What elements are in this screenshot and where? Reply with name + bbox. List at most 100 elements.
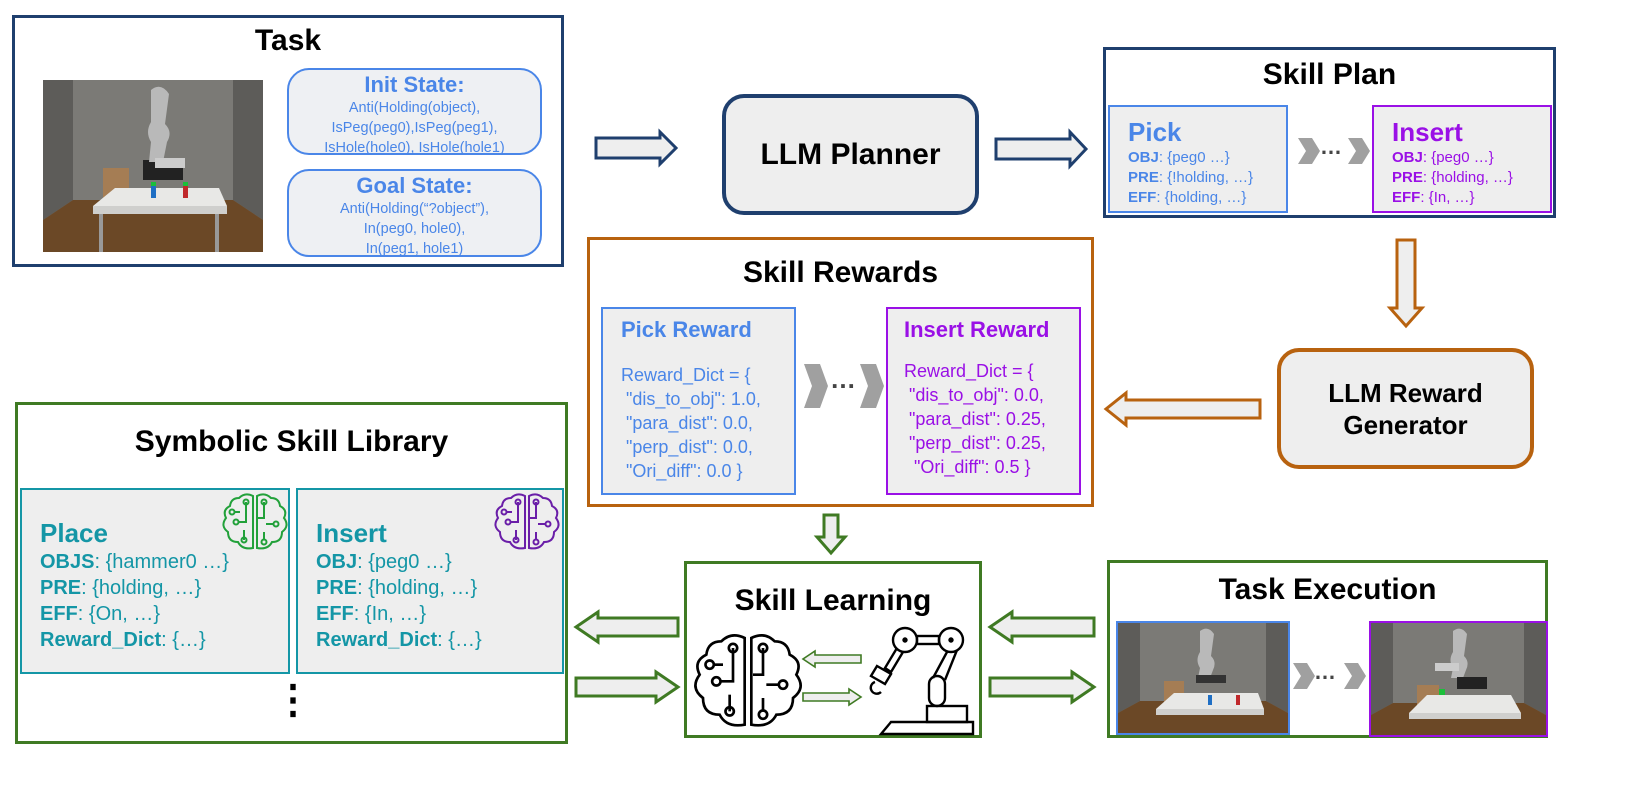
plan-val: : {In, …} [1420, 189, 1475, 206]
plan-skill-name: Insert [1392, 117, 1463, 147]
arrow-plan-to-reward-generator [1386, 238, 1426, 329]
reward-name: Pick Reward [621, 317, 752, 342]
reward-line: "Ori_diff": 0.5 } [904, 457, 1031, 477]
arrow-brain-to-robot [802, 687, 863, 707]
execution-start-image [1116, 621, 1290, 735]
init-state-line: IsHole(hole0), IsHole(hole1) [324, 140, 505, 156]
skill-learning-title: Skill Learning [734, 584, 932, 617]
plan-val: : {holding, …} [1156, 189, 1247, 206]
llm-planner-label: LLM Planner [760, 137, 941, 171]
init-state-line: IsPeg(peg0),IsPeg(peg1), [331, 120, 498, 136]
plan-key: EFF [1128, 189, 1157, 206]
plan-key: EFF [1392, 189, 1421, 206]
plan-val: : {holding, …} [1422, 169, 1513, 186]
rewards-ellipsis: … [830, 364, 856, 394]
plan-ellipsis: … [1320, 134, 1342, 159]
init-state-heading: Init State: [364, 72, 465, 97]
reward-line: "para_dist": 0.0, [621, 413, 753, 433]
library-key: OBJ [316, 551, 358, 573]
plan-chevron-left-icon [1298, 138, 1320, 164]
plan-key: PRE [1128, 169, 1159, 186]
execution-end-image [1369, 621, 1548, 737]
execution-ellipsis: … [1314, 659, 1336, 684]
arrow-execution-to-learning [987, 609, 1096, 645]
library-key: EFF [316, 603, 354, 625]
reward-line: "Ori_diff": 0.0 } [621, 461, 743, 481]
library-val: : {…} [161, 629, 206, 651]
brain-circuit-icon [494, 493, 560, 550]
library-skill-name: Place [40, 518, 108, 548]
reward-generator-line2: Generator [1343, 409, 1468, 440]
library-skill-insert: Insert OBJ: {peg0 …} PRE: {holding, …} E… [296, 488, 564, 674]
plan-skill-pick: Pick OBJ: {peg0 …} PRE: {!holding, …} EF… [1108, 105, 1288, 213]
execution-chevron-left-icon [1293, 663, 1315, 689]
plan-skill-insert: Insert OBJ: {peg0 …} PRE: {holding, …} E… [1372, 105, 1552, 213]
reward-line: "perp_dist": 0.0, [621, 437, 753, 457]
execution-chevron-right-icon [1344, 663, 1366, 689]
library-val: : {In, …} [353, 603, 427, 625]
insert-reward-box: Insert Reward Reward_Dict = { "dis_to_ob… [886, 307, 1081, 495]
library-key: PRE [40, 577, 82, 599]
task-scene-image [43, 80, 263, 252]
library-val: : {hammer0 …} [94, 551, 229, 573]
pick-reward-box: Pick Reward Reward_Dict = { "dis_to_obj"… [601, 307, 796, 495]
skill-plan-panel: Skill Plan Pick OBJ: {peg0 …} PRE: {!hol… [1103, 47, 1556, 218]
plan-key: OBJ [1392, 149, 1423, 166]
task-execution-title: Task Execution [1218, 573, 1437, 606]
goal-state-heading: Goal State: [356, 173, 473, 198]
library-skill-place: Place OBJS: {hammer0 …} PRE: {holding, …… [20, 488, 290, 674]
llm-planner-box: LLM Planner [722, 94, 979, 215]
plan-val: : {peg0 …} [1422, 149, 1494, 166]
plan-skill-name: Pick [1128, 117, 1182, 147]
arrow-robot-to-brain [801, 649, 862, 669]
task-execution-panel: Task Execution … [1107, 560, 1548, 738]
plan-val: : {peg0 …} [1158, 149, 1230, 166]
skill-rewards-panel: Skill Rewards Pick Reward Reward_Dict = … [587, 237, 1094, 507]
arrow-rewards-to-learning [813, 513, 849, 556]
skill-library-title: Symbolic Skill Library [134, 425, 449, 458]
reward-line: "para_dist": 0.25, [904, 409, 1046, 429]
library-more-indicator: ⋮ [273, 678, 313, 722]
skill-rewards-title: Skill Rewards [742, 256, 939, 289]
arrow-generator-to-rewards [1103, 389, 1262, 429]
plan-chevron-right-icon [1348, 138, 1370, 164]
goal-state-box: Goal State: Anti(Holding(“?object”), In(… [287, 169, 542, 257]
reward-line: Reward_Dict = { [904, 361, 1034, 381]
library-key: EFF [40, 603, 78, 625]
reward-name: Insert Reward [904, 317, 1050, 342]
goal-state-line: Anti(Holding(“?object”), [339, 201, 490, 217]
brain-circuit-icon [222, 493, 288, 550]
skill-learning-panel: Skill Learning [684, 561, 982, 738]
library-val: : {…} [437, 629, 482, 651]
reward-line: Reward_Dict = { [621, 365, 751, 385]
task-title: Task [254, 24, 322, 57]
init-state-box: Init State: Anti(Holding(object), IsPeg(… [287, 68, 542, 156]
skill-plan-title: Skill Plan [1262, 58, 1397, 91]
rewards-chevron-left-icon [804, 364, 828, 408]
robot-arm-icon [869, 626, 975, 736]
library-key: Reward_Dict [316, 629, 438, 651]
init-state-line: Anti(Holding(object), [348, 100, 481, 116]
reward-line: "dis_to_obj": 1.0, [621, 389, 761, 409]
arrow-library-to-learning [574, 669, 681, 705]
arrow-learning-to-library [573, 609, 680, 645]
plan-val: : {!holding, …} [1158, 169, 1254, 186]
plan-key: OBJ [1128, 149, 1159, 166]
library-key: Reward_Dict [40, 629, 162, 651]
library-val: : {peg0 …} [357, 551, 452, 573]
library-key: PRE [316, 577, 358, 599]
arrow-learning-to-execution [988, 669, 1097, 705]
reward-generator-line1: LLM Reward [1328, 377, 1483, 408]
brain-circuit-icon [694, 634, 802, 727]
library-skill-name: Insert [316, 518, 387, 548]
task-panel: Task Init State: Anti(Holding(object), I… [12, 15, 564, 267]
library-val: : {holding, …} [357, 577, 478, 599]
arrow-planner-to-plan [994, 128, 1089, 170]
reward-line: "perp_dist": 0.25, [904, 433, 1046, 453]
library-val: : {On, …} [77, 603, 161, 625]
reward-line: "dis_to_obj": 0.0, [904, 385, 1044, 405]
library-val: : {holding, …} [81, 577, 202, 599]
goal-state-line: In(peg0, hole0), [363, 221, 466, 237]
skill-library-panel: Symbolic Skill Library Place OBJS: {hamm… [15, 402, 568, 744]
plan-key: PRE [1392, 169, 1423, 186]
